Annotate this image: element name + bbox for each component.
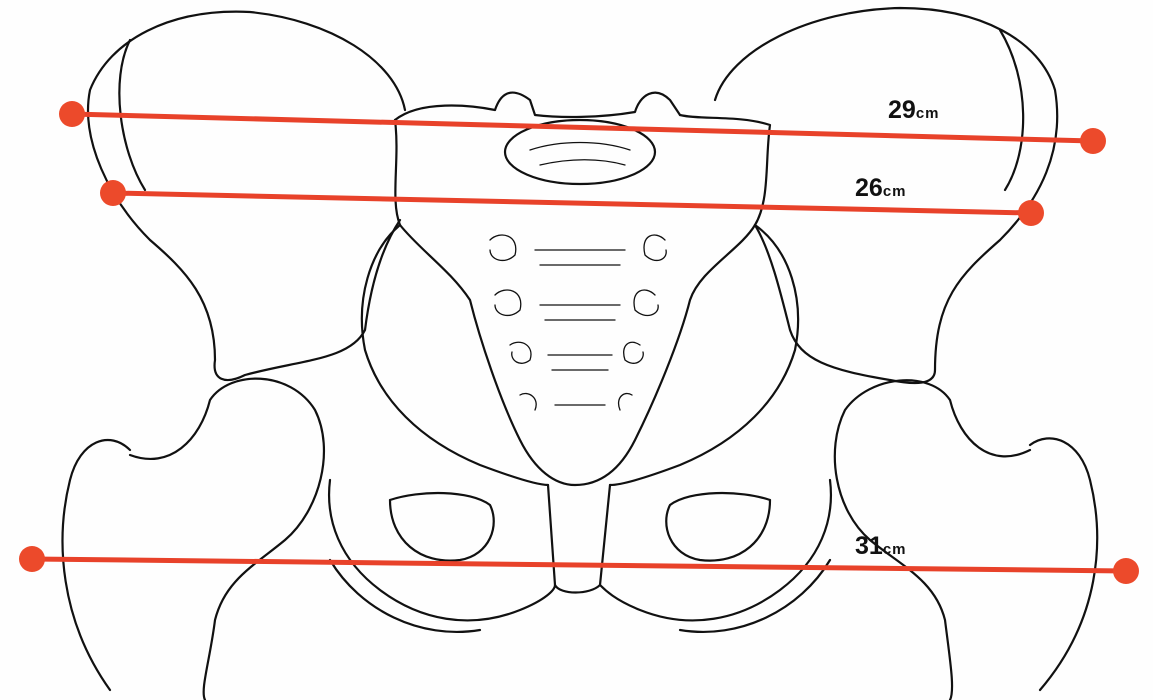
left-foramen bbox=[390, 493, 494, 561]
measure-line-31 bbox=[32, 559, 1126, 571]
measure-line-29 bbox=[72, 114, 1093, 141]
measurement-label-31: 31cm bbox=[855, 532, 907, 561]
measurement-unit: cm bbox=[916, 105, 940, 122]
vertebral-texture bbox=[530, 143, 630, 166]
sacral-segments bbox=[535, 250, 625, 405]
measurement-unit: cm bbox=[883, 541, 907, 558]
measure-dot-26-right bbox=[1018, 200, 1044, 226]
left-femur bbox=[63, 379, 324, 700]
measure-dot-29-left bbox=[59, 101, 85, 127]
pubic-bottom bbox=[330, 560, 830, 632]
measure-dot-31-right bbox=[1113, 558, 1139, 584]
measurement-label-26: 26cm bbox=[855, 174, 907, 203]
measurement-value: 31 bbox=[855, 532, 883, 560]
measurement-value: 26 bbox=[855, 174, 883, 202]
measure-dot-31-left bbox=[19, 546, 45, 572]
sacral-foramina bbox=[490, 235, 666, 410]
sacral-base bbox=[395, 115, 770, 485]
measurement-unit: cm bbox=[883, 183, 907, 200]
measure-dot-26-left bbox=[100, 180, 126, 206]
coccyx bbox=[548, 485, 610, 593]
measurement-value: 29 bbox=[888, 96, 916, 124]
sacral-promontory bbox=[395, 93, 680, 120]
right-foramen bbox=[666, 493, 770, 561]
measure-dot-29-right bbox=[1080, 128, 1106, 154]
right-iliac-inner bbox=[1000, 30, 1023, 190]
measurement-label-29: 29cm bbox=[888, 96, 940, 125]
